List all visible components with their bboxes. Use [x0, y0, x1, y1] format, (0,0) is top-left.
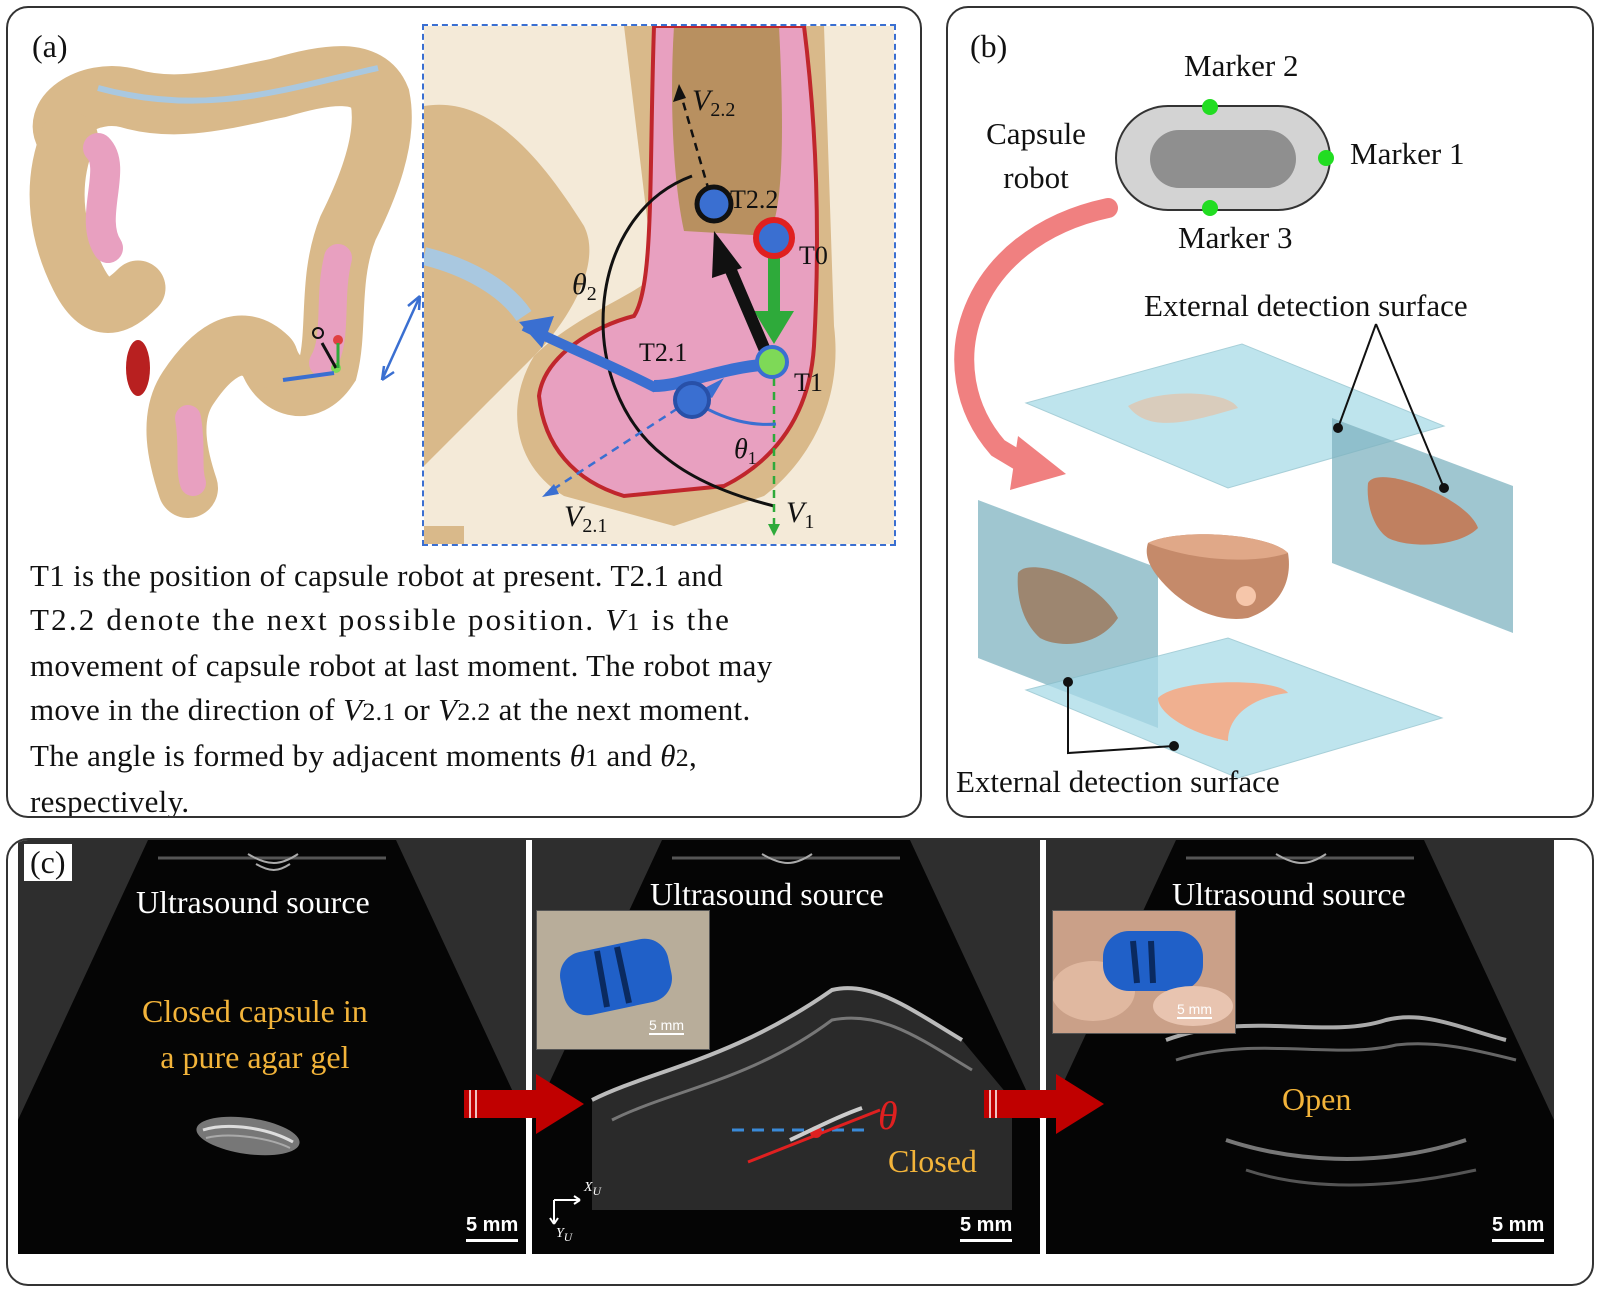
closed-capsule-photo: 5 mm	[536, 910, 710, 1050]
frame-3-source-label: Ultrasound source	[1172, 876, 1406, 912]
zoom-connector-arrow	[380, 295, 422, 382]
label-t21: T2.1	[639, 338, 687, 367]
ultrasound-frame-2: 5 mm Ultrasound source Closed θ XU YU 5 …	[532, 840, 1040, 1254]
frame-2-scale: 5 mm	[960, 1214, 1013, 1242]
detection-surface-diagram	[954, 99, 1513, 779]
colon-overview-illustration	[29, 46, 412, 518]
marker-1-label: Marker 1	[1350, 136, 1465, 171]
theta-angle-label: θ	[878, 1093, 898, 1138]
label-theta2: θ2	[572, 268, 597, 305]
label-t0: T0	[799, 241, 828, 270]
frame-3-scale: 5 mm	[1492, 1214, 1545, 1242]
marker-2-label: Marker 2	[1184, 48, 1299, 83]
external-surface-label-top: External detection surface	[1144, 288, 1468, 323]
axis-y-label: YU	[556, 1226, 573, 1244]
label-v21: V2.1	[564, 500, 607, 537]
capsule-robot-label: Capsule robot	[986, 116, 1086, 195]
panel-a-tag: (a)	[32, 28, 68, 64]
label-theta1: θ1	[734, 434, 757, 468]
closed-photo-scale: 5 mm	[649, 1017, 684, 1035]
label-v22: V2.2	[692, 84, 735, 121]
panel-a-caption: T1 is the position of capsule robot at p…	[30, 558, 773, 818]
transition-arrow-2	[984, 1074, 1104, 1134]
ultrasound-frame-3: 5 mm Ultrasound source Open 5 mm	[1046, 840, 1554, 1254]
frame-2-source-label: Ultrasound source	[650, 876, 884, 912]
frame-3-note-open: Open	[1282, 1081, 1352, 1117]
frame-2-note-closed: Closed	[888, 1143, 977, 1179]
panel-c: (c) Ultrasound source Closed capsule in …	[6, 838, 1594, 1286]
panel-b-tag: (b)	[970, 28, 1008, 64]
ultrasound-frame-1: (c) Ultrasound source Closed capsule in …	[18, 840, 526, 1254]
zoomed-colon-diagram: V2.2 T2.2 T0 θ2 T2.1 T1 θ1 V2.1 V1	[422, 24, 896, 546]
panel-c-tag: (c)	[24, 844, 72, 881]
frame-1-source-label: Ultrasound source	[136, 884, 370, 920]
frame-1-note: Closed capsule in a pure agar gel	[142, 993, 368, 1075]
external-surface-label-bottom: External detection surface	[956, 764, 1280, 799]
transition-arrow-1	[464, 1074, 584, 1134]
open-photo-scale: 5 mm	[1177, 1001, 1212, 1019]
open-capsule-photo: 5 mm	[1052, 910, 1236, 1034]
axis-x-label: XU	[584, 1180, 601, 1198]
label-v1: V1	[786, 496, 814, 533]
label-t22: T2.2	[730, 185, 778, 214]
frame-1-scale: 5 mm	[466, 1214, 519, 1242]
marker-3-label: Marker 3	[1178, 220, 1293, 255]
label-t1: T1	[794, 368, 823, 397]
panel-a: (a)	[6, 6, 922, 818]
panel-b: (b) Capsule robot	[946, 6, 1594, 818]
